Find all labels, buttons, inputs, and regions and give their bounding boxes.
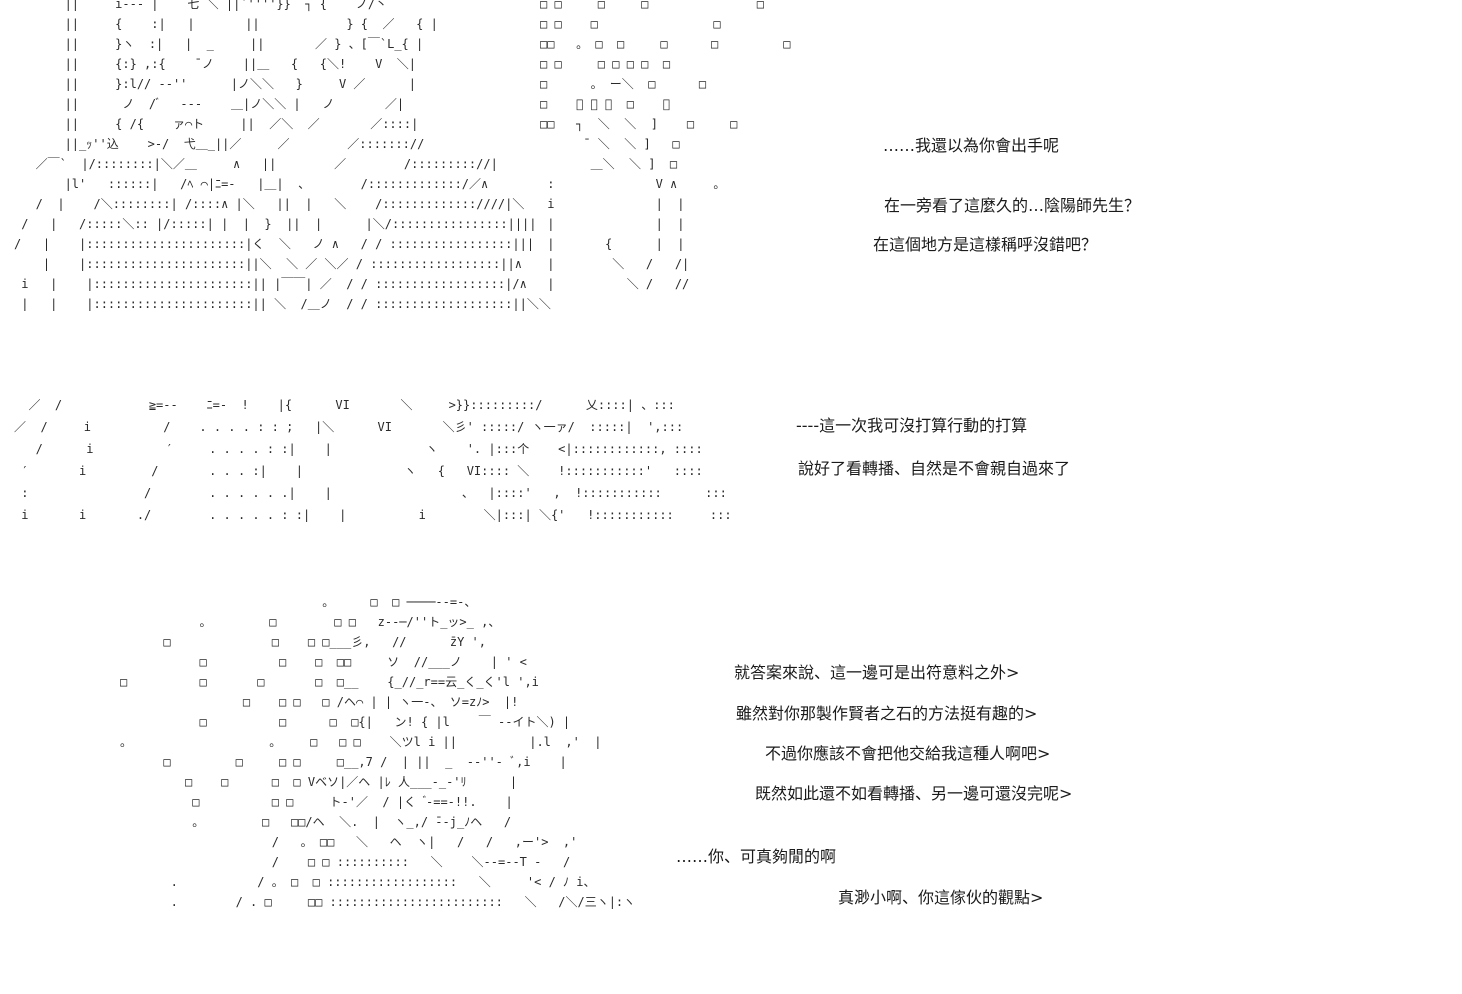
dialogue-line: 說好了看轉播、自然是不會親自過來了 <box>798 459 1071 478</box>
panel-3: 。 □ □ ────‐-=‐、 。 □ □ □ z‐‐─/''ト_ッ>_ ,、 … <box>0 595 1462 994</box>
art-line: / | |::::::::::::::::::::::|く ＼ ノ ∧ / / … <box>14 237 535 251</box>
art-line: □ □ □ □ □__,7 / | || _ ‐‐''‐ ﾞ,i | <box>120 755 567 769</box>
art-line: | | |::::::::::::::::::::::|| ＼ /＿ノ / / … <box>14 297 551 311</box>
art-line: / i ′ . . . . : :| | ヽ '. |:::个 <|::::::… <box>14 442 703 456</box>
art-line: | ＼ / /| <box>540 257 690 271</box>
art-line: || }ヽ :| | _ || ／ } 、[￣`L_{ | <box>14 37 424 51</box>
art-line: ||_ｯ''込 >‐/ 弋＿_||／ ／ ／:::::::// <box>14 137 425 151</box>
art-line: □ □ □ □___彡, // ̄zY ', <box>120 635 487 649</box>
art-line: 。 □ □ ────‐-=‐、 <box>120 595 477 609</box>
art-line: / | /＼::::::::| /::::∧ |＼ || | ＼ /::::::… <box>14 197 525 211</box>
dialogue-line: ----這一次我可沒打算行動的打算 <box>796 416 1028 435</box>
art-line: □ □ □ □{| ン! { |l ￣ ‐‐イト＼) | <box>120 715 571 729</box>
art-line: || {:} ,:{ ̄ ノ ||＿ { {＼! V ＼| <box>14 57 417 71</box>
art-line: □ □ □ ト-'／ / |く ゙‐==‐!!. | <box>120 795 513 809</box>
art-line: |l' ::::::| /ﾍ ⌒|ﾆ=‐ |＿| 、 /::::::::::::… <box>14 177 489 191</box>
art-line: / □ □ :::::::::: ＼ ＼‐‐=‐‐T ‐ / <box>120 855 571 869</box>
art-line: □ 。 ー＼ □ □ <box>540 77 707 91</box>
panel-1: || i‐‐‐ | 七 ＼ ||`''''}} ┐ { ノ/丶 || { :| … <box>0 0 1462 320</box>
dialogue-line: 既然如此還不如看轉播、另一邊可還沒完呢> <box>755 784 1073 803</box>
art-line: 。 。 □ □ □ ＼ツl i || |.l ,' | <box>120 735 602 749</box>
art-line: . / 。 □ □ :::::::::::::::::: ＼ '< / ﾉ i、 <box>120 875 596 889</box>
art-line: i | | <box>540 197 685 211</box>
ascii-art-dissolving-figure: 。 □ □ ────‐-=‐、 。 □ □ □ z‐‐─/''ト_ッ>_ ,、 … <box>120 592 635 912</box>
art-line: □ □ □ □ □ <box>540 0 764 11</box>
art-line: □ □ □ □ <box>540 17 721 31</box>
dialogue-line: 就答案來說、這一邊可是出符意料之外> <box>734 663 1020 682</box>
art-line: □□ ┐ ＼ ＼ ] □ □ <box>540 117 738 131</box>
dialogue-line: 不過你應該不會把他交給我這種人啊吧> <box>765 744 1051 763</box>
panel-2: ／ / ≧=‐‐ ﾆ=‐ ! |{ VI ＼ >}}:::::::::/ 乂::… <box>0 390 1462 530</box>
art-line: i | |::::::::::::::::::::::|| |￣￣| ／ / /… <box>14 277 527 291</box>
art-line: : / . . . . . .| | 、 |::::' , !:::::::::… <box>14 486 727 500</box>
ascii-art-figure-left: || i‐‐‐ | 七 ＼ ||`''''}} ┐ { ノ/丶 || { :| … <box>14 0 551 314</box>
art-line: || { :| | || } { ／ { | <box>14 17 438 31</box>
dialogue-line: 雖然對你那製作賢者之石的方法挺有趣的> <box>736 704 1038 723</box>
art-line: ＿＼ ＼ ] □ <box>540 157 678 171</box>
art-line: □ □ □ □ /ヘ⌒ | | ヽ一‐、 ソ=zﾉ> |! <box>120 695 519 709</box>
dialogue-line: 真渺小啊、你這傢伙的觀點> <box>838 888 1044 907</box>
art-line: / | /:::::＼:: |/:::::| | | } || | |＼/:::… <box>14 217 537 231</box>
art-line: □ ゙ ＼ ＼ □ 。 <box>540 97 671 111</box>
art-line: || { /{ ァ⌒ト || ／＼ ／ ／::::| <box>14 117 419 131</box>
art-line: | | | <box>540 217 685 231</box>
art-line: 。 □ □ □ z‐‐─/''ト_ッ>_ ,、 <box>120 615 501 629</box>
art-line: □ □ □ □ Vベソ|／ヘ |ﾚ 人___-_-'ﾘ | <box>120 775 518 789</box>
art-line: / 。 □□ ＼ ヘ ヽ| / / ,ー'> ,' <box>120 835 578 849</box>
art-line: ／ / i / . . . . : : ; |＼ VI ＼彡' :::::/ ヽ… <box>14 420 684 434</box>
dialogue-line: 在一旁看了這麼久的…陰陽師先生？ <box>884 196 1141 215</box>
dialogue-line: 在這個地方是這樣稱呼沒錯吧？ <box>873 235 1098 254</box>
art-line: □ □ □ □□ ソ //___ノ | ' < <box>120 655 527 669</box>
art-line: || }:l// ‐‐'' |ノ＼＼ } V ／ | <box>14 77 417 91</box>
art-line: 。 □ □□/ヘ ＼. | ヽ_,/ ̄‐-j_ﾉヘ / <box>120 815 512 829</box>
art-line: □ □ □ □ □__ {_//_r==云_く_く'l ',i <box>120 675 539 689</box>
dialogue-line: ……你、可真夠閒的啊 <box>676 847 837 866</box>
art-line: | |::::::::::::::::::::::||＼ ＼ ／ ＼／ / ::… <box>14 257 522 271</box>
art-line: || ノ / ゙ ‐‐‐ ＿|ノ＼＼ | ノ ／| <box>14 97 405 111</box>
art-line: □□ 。 □ □ □ □ □ <box>540 37 791 51</box>
art-line: : V ∧ 。 <box>540 177 726 191</box>
art-line: ／￣` |/::::::::|＼／＿ ∧ || ／ /::::::::://| <box>14 157 498 171</box>
art-line: | { | | <box>540 237 685 251</box>
ascii-art-closeup: ／ / ≧=‐‐ ﾆ=‐ ! |{ VI ＼ >}}:::::::::/ 乂::… <box>14 394 732 526</box>
art-line: □ □ □ □ □ □ □ <box>540 57 671 71</box>
art-line: . / . □ □□ :::::::::::::::::::::::: ＼ /＼… <box>120 895 636 909</box>
dialogue-line: ……我還以為你會出手呢 <box>883 136 1060 155</box>
art-line: | ＼ / // <box>540 277 690 291</box>
art-line: || i‐‐‐ | 七 ＼ ||`''''}} ┐ { ノ/丶 <box>14 0 388 11</box>
art-line: ′ i / . . . :| | ヽ { VI:::: ＼ !:::::::::… <box>14 464 703 478</box>
art-line: ／ / ≧=‐‐ ﾆ=‐ ! |{ VI ＼ >}}:::::::::/ 乂::… <box>14 398 675 412</box>
art-line: i i ./ . . . . . : :| | i ＼|:::| ＼{' !::… <box>14 508 732 522</box>
ascii-art-particles-right: □ □ □ □ □ □ □ □ □ □□ 。 □ □ □ □ □ □ □ □ □… <box>540 0 790 294</box>
art-line: ¯ ＼ ＼ ] □ <box>540 137 680 151</box>
